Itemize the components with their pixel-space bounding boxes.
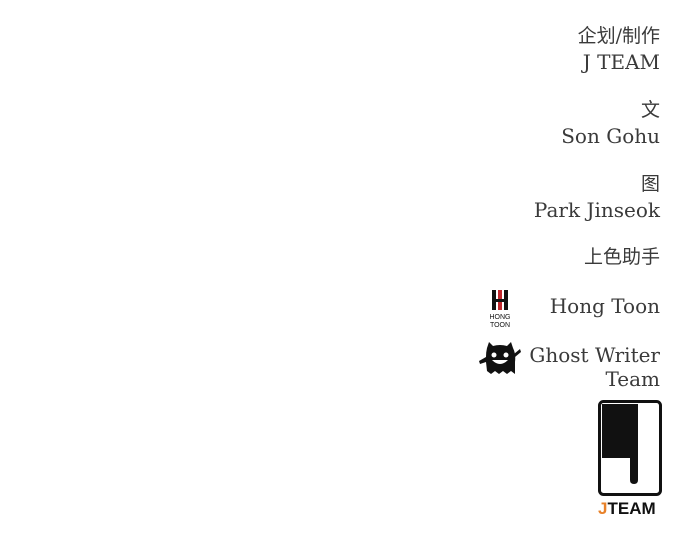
hong-toon-logo: HONG TOON <box>486 290 514 329</box>
jteam-logo-letter: J <box>598 499 608 518</box>
name-artist: Park Jinseok <box>533 198 660 222</box>
studio-hong-toon: Hong Toon <box>549 294 660 318</box>
hong-toon-logo-text-1: HONG <box>489 314 511 321</box>
hong-toon-logo-text-2: TOON <box>489 322 511 329</box>
jteam-logo-text: TEAM <box>607 499 656 518</box>
role-planning: 企划/制作 <box>577 25 660 47</box>
studio-ghost-writer-line2: Team <box>605 367 660 391</box>
studio-ghost-writer-line1: Ghost Writer <box>529 343 660 367</box>
name-writer: Son Gohu <box>561 124 660 148</box>
jteam-logo: JTEAM <box>598 400 662 518</box>
name-planning: J TEAM <box>582 50 660 74</box>
role-colorist: 上色助手 <box>583 246 660 268</box>
role-artist: 图 <box>640 173 660 195</box>
role-writer: 文 <box>640 99 660 121</box>
ghost-mascot-icon <box>478 340 522 380</box>
